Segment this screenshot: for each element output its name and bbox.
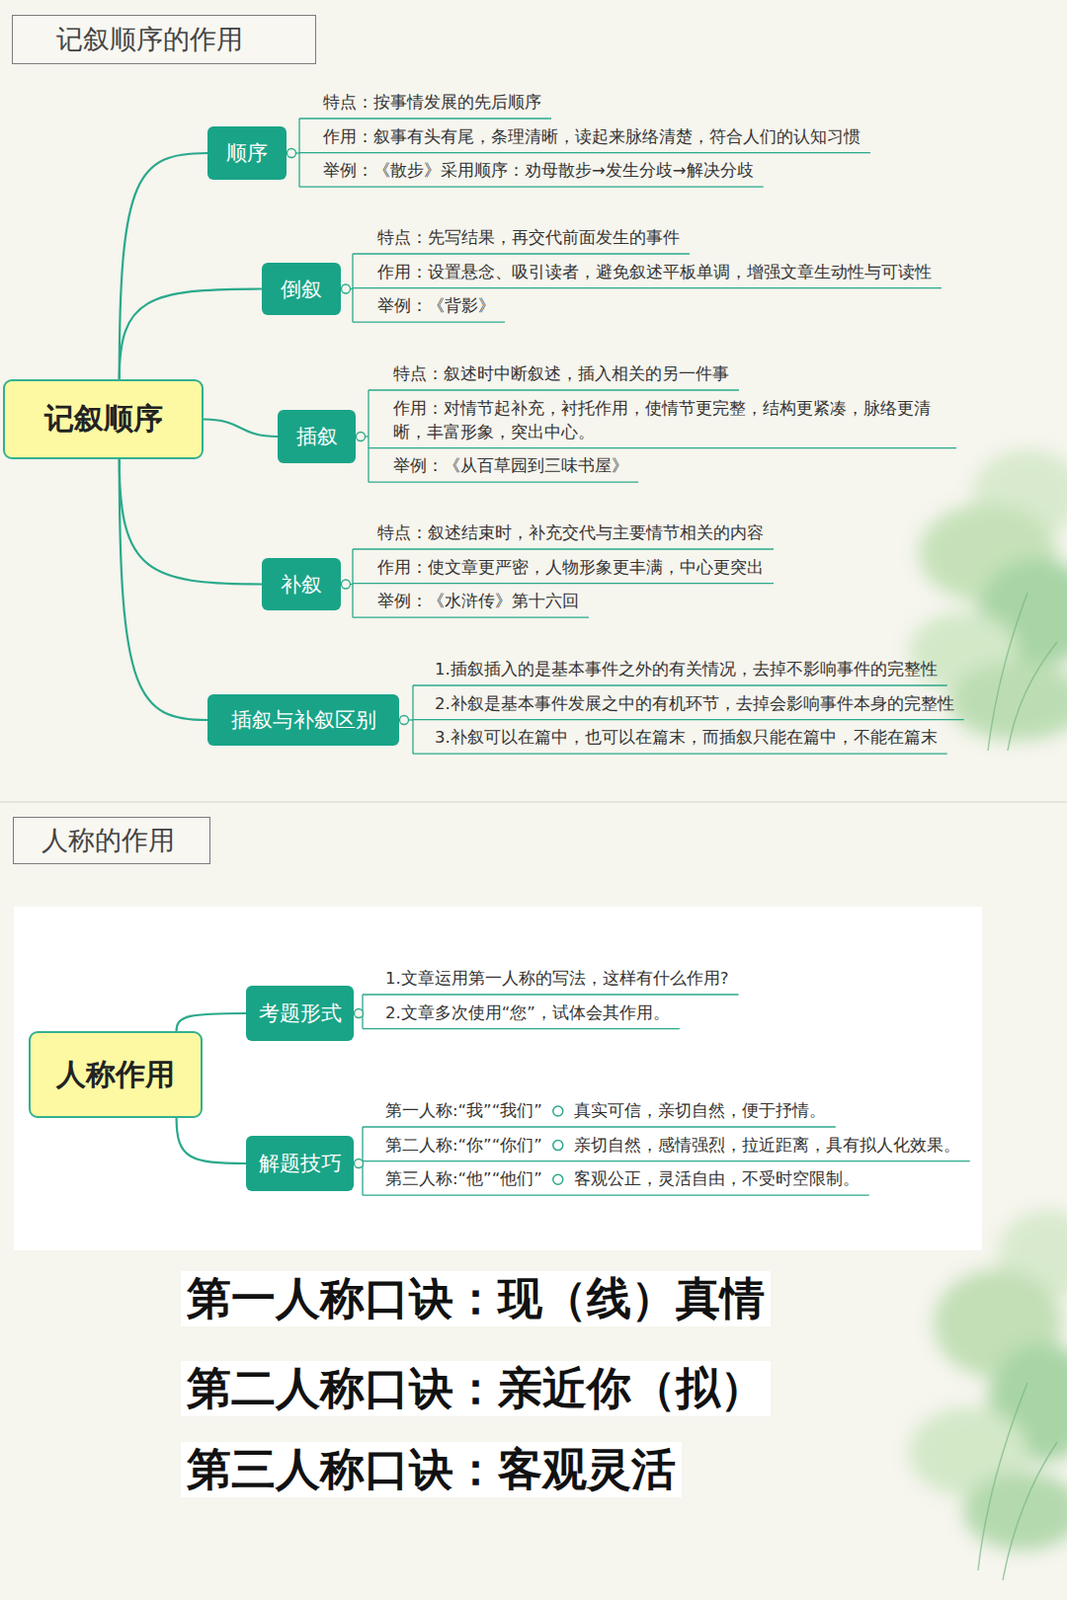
mindmap-branch-line — [119, 289, 262, 381]
node-label: 记叙顺序的作用 — [56, 21, 244, 58]
bullet-circle — [553, 1106, 564, 1117]
leaf-underline — [368, 389, 739, 391]
leaf-underline — [352, 287, 942, 289]
leaf-underline — [412, 753, 948, 755]
mindmap-branch-line — [119, 153, 208, 380]
branch-box: 补叙 — [261, 558, 341, 611]
leaf-underline — [368, 447, 957, 449]
leaf-underline — [368, 482, 639, 484]
title-box: 人称的作用 — [12, 817, 211, 865]
leaf-underline — [362, 993, 739, 995]
leaf-text: 2.文章多次使用“您”，试体会其作用。 — [385, 1001, 670, 1026]
mindmap-branch-line — [176, 1013, 247, 1032]
leaf-underline — [362, 1028, 680, 1030]
leaf-text: 第二人称:“你”“你们” — [385, 1134, 543, 1158]
branch-box: 考题形式 — [246, 985, 354, 1042]
leaf-text: 3.补叙可以在篇中，也可以在篇末，而插叙只能在篇中，不能在篇末 — [434, 726, 938, 750]
leaf-underline — [299, 186, 764, 188]
branch-knob — [341, 284, 351, 294]
leaf-underline — [362, 1160, 971, 1162]
leaf-underline — [412, 684, 948, 686]
node-label: 倒叙 — [280, 275, 323, 304]
leaf-text: 举例：《从百草园到三味书屋》 — [393, 454, 629, 479]
mnemonic-text: 第二人称口诀：亲近你（拟） — [180, 1361, 771, 1417]
mnemonic-text: 第一人称口诀：现（线）真情 — [180, 1271, 771, 1327]
branch-box: 插叙与补叙区别 — [207, 694, 400, 746]
mindmap-branch-line — [176, 1118, 247, 1164]
bullet-circle — [553, 1141, 564, 1151]
node-label: 考题形式 — [258, 999, 342, 1028]
leaf-text: 第三人称:“他”“他们” — [385, 1167, 543, 1192]
node-label: 人称的作用 — [41, 822, 175, 859]
mindmap-branch-line — [119, 459, 262, 585]
branch-knob — [341, 579, 351, 589]
leaf-underline — [412, 719, 965, 721]
branch-box: 插叙 — [277, 410, 356, 464]
leaf-text: 举例：《背影》 — [377, 294, 495, 319]
leaf-underline — [352, 582, 774, 584]
leaf-bracket — [351, 253, 353, 323]
leaf-text: 作用：对情节起补充，衬托作用，使情节更完整，结构更紧凑，脉络更清晰，丰富形象，突… — [393, 397, 947, 445]
leaf-text: 特点：叙述时中断叙述，插入相关的另一件事 — [393, 362, 730, 387]
node-label: 人称作用 — [56, 1055, 175, 1096]
mnemonic-text: 第三人称口诀：客观灵活 — [180, 1442, 682, 1498]
branch-box: 解题技巧 — [246, 1136, 354, 1192]
branch-knob — [356, 432, 366, 442]
leaf-text: 真实可信，亲切自然，便于抒情。 — [574, 1099, 826, 1124]
central-topic: 人称作用 — [28, 1031, 203, 1119]
mindmap-branch-line — [203, 419, 278, 438]
leaf-bracket — [351, 549, 353, 618]
leaf-text: 作用：设置悬念、吸引读者，避免叙述平板单调，增强文章生动性与可读性 — [377, 260, 932, 285]
mindmap-branch-line — [119, 459, 208, 721]
leaf-text: 2.补叙是基本事件发展之中的有机环节，去掉会影响事件本身的完整性 — [434, 692, 955, 717]
leaf-text: 作用：叙事有头有尾，条理清晰，读起来脉络清楚，符合人们的认知习惯 — [323, 125, 861, 150]
branch-knob — [400, 716, 410, 726]
leaf-text: 特点：叙述结束时，补充交代与主要情节相关的内容 — [377, 521, 764, 546]
leaf-underline — [352, 548, 774, 550]
branch-knob — [287, 149, 297, 159]
leaf-text: 第一人称:“我”“我们” — [385, 1099, 543, 1124]
leaf-underline — [299, 117, 552, 119]
leaf-text: 作用：使文章更严密，人物形象更丰满，中心更突出 — [377, 556, 764, 580]
leaf-text: 1.文章运用第一人称的写法，这样有什么作用? — [385, 967, 730, 991]
leaf-text: 1.插叙插入的是基本事件之外的有关情况，去掉不影响事件的完整性 — [434, 657, 938, 682]
node-label: 补叙 — [280, 571, 323, 599]
branch-knob — [354, 1159, 364, 1169]
leaf-underline — [299, 152, 871, 154]
leaf-underline — [352, 322, 505, 324]
branch-knob — [354, 1009, 364, 1019]
leaf-text: 亲切自然，感情强烈，拉近距离，具有拟人化效果。 — [574, 1134, 961, 1158]
leaf-text: 举例：《散步》采用顺序：劝母散步→发生分歧→解决分歧 — [323, 159, 754, 183]
node-label: 记叙顺序 — [44, 399, 164, 440]
node-label: 插叙 — [296, 422, 338, 451]
node-label: 插叙与补叙区别 — [231, 706, 377, 735]
leaf-text: 特点：按事情发展的先后顺序 — [323, 90, 542, 115]
node-label: 顺序 — [226, 139, 268, 167]
leaf-text: 举例：《水浒传》第十六回 — [377, 589, 579, 614]
central-topic: 记叙顺序 — [2, 379, 204, 460]
leaf-underline — [362, 1195, 870, 1197]
leaf-text: 特点：先写结果，再交代前面发生的事件 — [377, 226, 680, 250]
bullet-circle — [553, 1174, 564, 1185]
node-label: 解题技巧 — [258, 1149, 342, 1178]
branch-box: 顺序 — [207, 126, 287, 180]
leaf-underline — [352, 617, 589, 619]
leaf-underline — [352, 252, 690, 254]
leaf-underline — [362, 1126, 836, 1128]
leaf-text: 客观公正，灵活自由，不受时空限制。 — [574, 1167, 860, 1192]
title-box: 记叙顺序的作用 — [11, 14, 317, 65]
branch-box: 倒叙 — [261, 262, 341, 316]
